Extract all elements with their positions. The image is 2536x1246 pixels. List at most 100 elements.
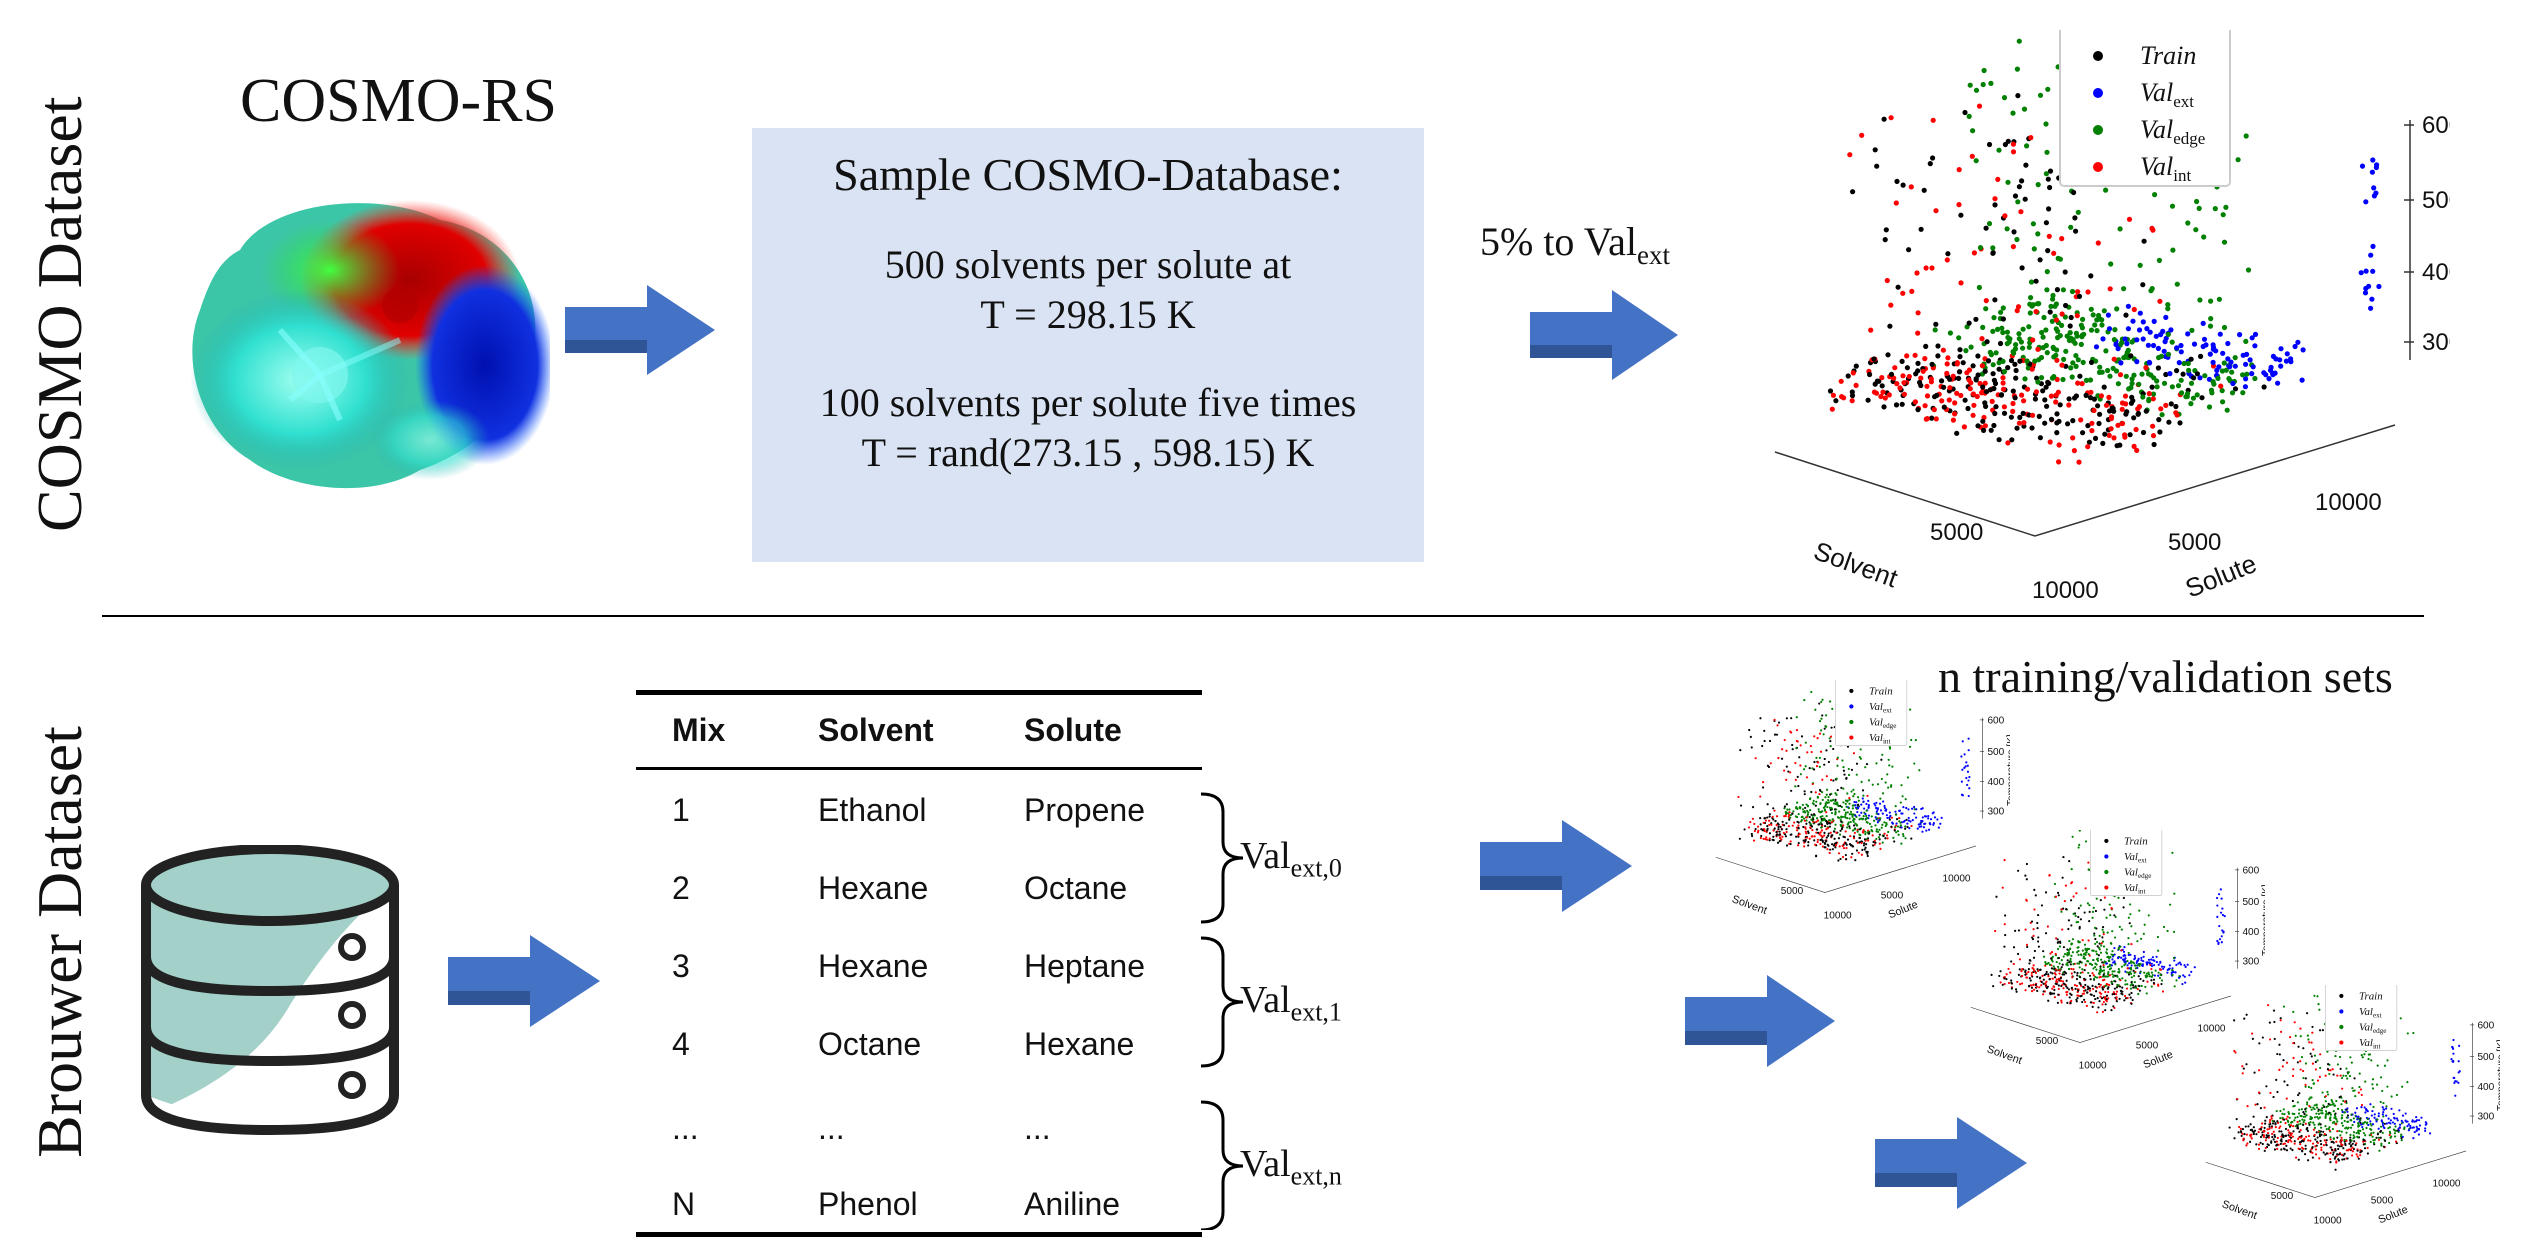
data-point [1933,321,1939,327]
data-point [2130,968,2133,971]
data-point [2300,1055,2304,1059]
data-point [2029,425,2035,431]
data-point [1838,378,1844,384]
data-point [2105,948,2108,951]
data-point [2304,1110,2307,1113]
data-point [2003,977,2006,980]
data-point [1814,804,1817,807]
data-point [1884,781,1887,784]
data-point [1816,796,1819,799]
data-point [2101,975,2105,978]
data-point [2056,891,2060,894]
data-point [2024,928,2027,931]
data-point [2049,971,2052,974]
data-point [2067,919,2071,922]
data-point [2152,964,2156,967]
data-point [1808,821,1811,824]
data-point [2053,996,2057,999]
data-point [1932,327,1938,333]
data-point [2289,1124,2293,1127]
data-point [2127,951,2130,955]
data-point [2126,967,2129,970]
data-point [1828,737,1831,740]
data-point [1819,750,1823,753]
data-point [2089,420,2095,426]
data-point [2088,327,2095,333]
data-point [2185,220,2191,226]
data-point [2119,406,2125,412]
data-point [2060,959,2063,962]
data-point [2089,1001,2092,1004]
data-point [2285,1097,2288,1100]
data-point [2102,945,2106,948]
data-point [1862,794,1865,797]
data-point [2273,1037,2276,1041]
data-point [1819,831,1822,834]
data-point [2287,1123,2291,1126]
data-point [1893,200,1899,206]
data-point [2310,1108,2313,1111]
data-point [1835,831,1838,834]
data-point [1847,821,1850,824]
data-point [1828,806,1831,809]
data-point [2337,1159,2341,1162]
data-point [2093,344,2100,350]
data-point [1737,795,1740,799]
data-point [1816,819,1819,822]
cosmo-box-line: T = 298.15 K [980,292,1196,337]
data-point [2095,403,2101,409]
data-point [2355,1107,2359,1110]
data-point [2347,1126,2350,1129]
data-point [2111,930,2114,933]
legend-label: Train [2140,41,2196,70]
data-point [2282,1059,2285,1062]
data-point [1823,817,1826,820]
data-point [2070,338,2076,344]
data-point [1950,417,1956,423]
data-point [1807,811,1810,814]
data-point [1840,827,1844,831]
data-point [1864,846,1867,849]
data-point [1999,325,2005,331]
data-point [1787,825,1790,828]
data-point [1852,752,1856,755]
data-point [2198,353,2204,359]
data-point [2375,1083,2379,1086]
legend-marker [2104,854,2109,859]
data-point [1858,828,1862,831]
data-point [2128,385,2134,391]
data-point [1966,320,1972,326]
data-point [2299,1136,2302,1139]
data-point [1900,842,1903,845]
data-point [2278,1126,2281,1130]
data-point [2000,305,2006,311]
data-point [1992,380,1999,387]
data-point [2078,843,2081,846]
data-point [2241,1072,2244,1075]
data-point [2086,960,2090,963]
data-point [2157,963,2160,966]
data-point [2105,994,2109,997]
data-point [1856,810,1859,814]
data-point [2244,371,2250,377]
data-point [2106,983,2109,986]
axis-line [1715,845,1977,893]
data-point [2300,1134,2303,1138]
data-point [1761,786,1765,789]
data-point [1826,821,1829,824]
data-point [1931,812,1934,815]
data-point [2133,426,2139,433]
data-point [2242,384,2248,390]
data-point [2095,953,2098,956]
data-point [2065,421,2071,427]
brace-group [1200,792,1244,1230]
data-point [1887,323,1893,329]
data-point [2406,1032,2409,1035]
data-point [2381,1089,2384,1093]
data-point [1836,764,1839,767]
data-point [2103,348,2109,354]
data-point [2058,968,2061,972]
data-point [2033,389,2039,395]
data-point [2263,1149,2266,1152]
